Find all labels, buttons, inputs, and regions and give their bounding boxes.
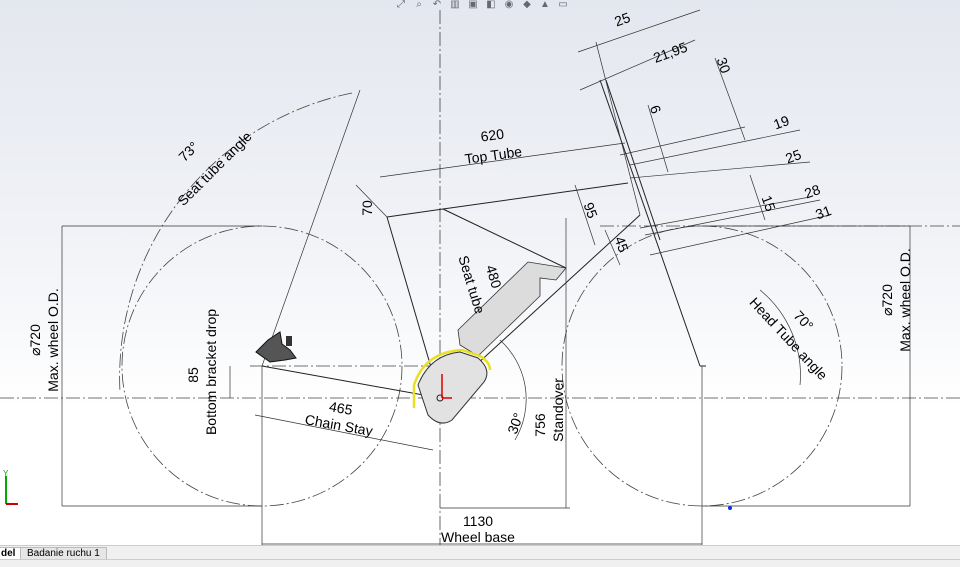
- dim-wheel-od-right-value: ⌀720: [879, 284, 895, 316]
- previous-view-icon[interactable]: ↶: [432, 0, 442, 10]
- dim-25b: 25: [783, 146, 803, 166]
- dim-bb-drop-value: 85: [185, 367, 201, 383]
- edit-appearance-icon[interactable]: ◆: [523, 0, 531, 10]
- seat-post-body[interactable]: [457, 261, 567, 357]
- zoom-to-fit-icon[interactable]: ⤢: [397, 0, 405, 10]
- bike-geometry-sketch: 620 Top Tube 73° Seat tube angle 70 ⌀720…: [0, 9, 960, 545]
- front-wheel-circle[interactable]: [561, 225, 843, 507]
- dim-21-95: 21,95: [651, 39, 690, 66]
- view-orientation-icon[interactable]: ▣: [468, 0, 478, 10]
- dim-15: 15: [759, 193, 779, 213]
- status-bar: [0, 559, 960, 567]
- dim-31: 31: [813, 202, 833, 222]
- dim-30: 30: [714, 55, 734, 75]
- dim-seat-tube-value: 480: [483, 263, 505, 290]
- dim-seat-offset: 70: [359, 200, 375, 216]
- dim-wheel-base-label: Wheel base: [441, 529, 515, 545]
- dim-wheel-od-left-label: Max. wheel O.D.: [45, 288, 61, 391]
- dim-6: 6: [647, 103, 665, 116]
- svg-text:Y: Y: [3, 469, 9, 478]
- dim-seat-tube-label: Seat tube: [455, 254, 488, 316]
- bottom-tab-bar: del Badanie ruchu 1: [0, 545, 960, 561]
- dim-seat-angle-label: Seat tube angle: [174, 128, 255, 209]
- angle-30-arc: [499, 339, 527, 441]
- dim-chain-stay-value: 465: [328, 398, 354, 418]
- bottom-bracket-shell[interactable]: [412, 348, 492, 424]
- rear-derailleur[interactable]: [255, 331, 297, 363]
- seat-angle-arc: [119, 92, 353, 393]
- dim-wheel-od-right-label: Max. wheel O.D.: [897, 248, 913, 351]
- dimension-lines: [61, 9, 911, 545]
- dim-standover-label: Standover: [550, 378, 566, 442]
- heads-up-view-toolbar: ⤢ ⌕ ↶ ▥ ▣ ◧ ◉ ◆ ▲ ▭: [395, 0, 569, 12]
- dim-wheel-od-left-value: ⌀720: [27, 324, 43, 356]
- section-view-icon[interactable]: ▥: [450, 0, 460, 10]
- dim-19: 19: [771, 112, 791, 132]
- apply-scene-icon[interactable]: ▲: [540, 0, 550, 10]
- graphics-area[interactable]: 620 Top Tube 73° Seat tube angle 70 ⌀720…: [0, 0, 960, 545]
- dim-angle-30: 30°: [504, 411, 526, 436]
- hide-show-icon[interactable]: ◉: [504, 0, 514, 10]
- dim-45: 45: [612, 234, 632, 254]
- dim-head-angle-label: Head Tube angle: [746, 294, 831, 383]
- dim-standover-value: 756: [532, 413, 548, 437]
- display-style-icon[interactable]: ◧: [486, 0, 496, 10]
- dim-head-angle-value: 70°: [791, 307, 817, 333]
- dim-top-tube-label: Top Tube: [464, 143, 523, 167]
- dim-bb-drop-label: Bottom bracket drop: [203, 309, 219, 435]
- view-settings-icon[interactable]: ▭: [558, 0, 568, 10]
- dim-95: 95: [581, 200, 601, 220]
- dim-wheel-base-value: 1130: [463, 513, 493, 529]
- rear-wheel-circle[interactable]: [121, 225, 403, 507]
- dim-top-tube-value: 620: [480, 125, 506, 144]
- coordinate-triad-icon: Y: [3, 469, 18, 505]
- dim-25a: 25: [612, 9, 632, 29]
- zoom-area-icon[interactable]: ⌕: [416, 0, 422, 10]
- head-angle-arc: [759, 289, 801, 386]
- dim-28: 28: [802, 181, 822, 201]
- sketch-point[interactable]: [728, 506, 732, 510]
- dim-seat-angle-value: 73°: [175, 138, 201, 164]
